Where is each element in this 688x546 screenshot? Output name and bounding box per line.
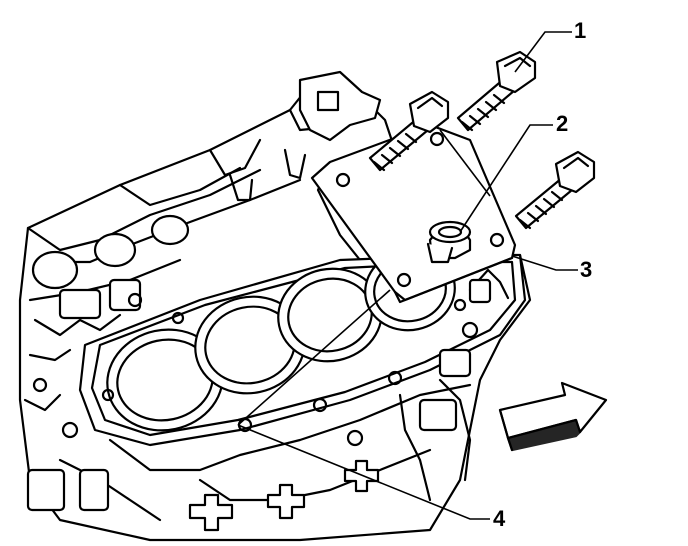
callout-2: 2 — [556, 111, 568, 136]
leader-1 — [514, 31, 572, 73]
cover-plate-icon — [310, 123, 517, 304]
leader-4 — [237, 424, 490, 520]
bolt-icon — [368, 50, 596, 230]
direction-arrow-icon — [498, 381, 608, 452]
bolt-c — [514, 150, 596, 230]
bolt-a — [456, 50, 537, 132]
callout-4: 4 — [493, 506, 506, 531]
leader-3 — [511, 255, 578, 271]
leader-1b — [439, 129, 491, 197]
callout-1: 1 — [574, 18, 586, 43]
leader-2 — [459, 124, 553, 233]
dowel-pin-icon — [426, 220, 472, 264]
callout-3: 3 — [580, 257, 592, 282]
bolt-b — [368, 90, 450, 172]
leader-4b — [237, 289, 391, 426]
leader-lines — [237, 31, 578, 520]
lower-block-details — [26, 268, 510, 532]
